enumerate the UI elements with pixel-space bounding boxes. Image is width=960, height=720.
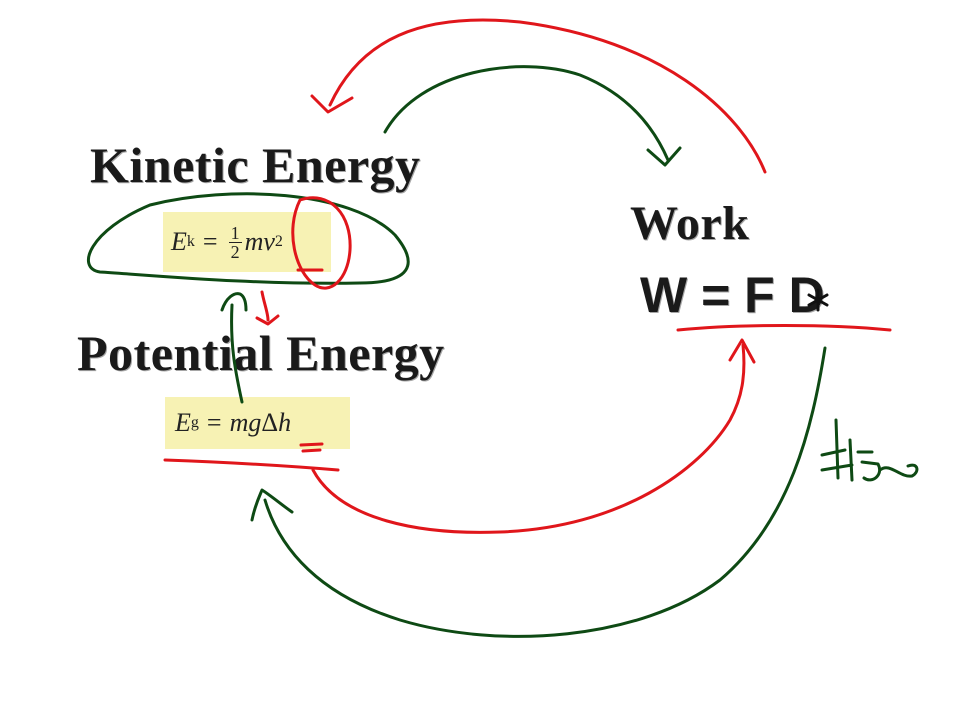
green-arrow-kinetic-to-work: [383, 65, 670, 162]
red-underline-work-formula: [676, 324, 892, 332]
ke-rhs-superscript: 2: [274, 233, 283, 250]
ke-rhs: mv: [244, 227, 275, 256]
work-formula: W = F D: [640, 267, 825, 323]
green-arrowhead-work: [646, 146, 682, 167]
red-arrowhead-work: [728, 338, 756, 364]
ke-fraction: 1 2: [228, 222, 242, 262]
work-title: Work: [630, 197, 750, 250]
ke-fraction-numerator: 1: [228, 222, 242, 243]
green-handwritten-scribble: [820, 418, 919, 482]
red-arrow-kinetic-to-potential: [255, 290, 280, 326]
ke-fraction-denominator: 2: [230, 241, 240, 262]
pe-rhs-h: h: [278, 408, 292, 437]
green-arrow-work-to-potential: [263, 346, 827, 638]
pe-equals: =: [206, 408, 222, 437]
potential-energy-title: Potential Energy: [77, 325, 445, 381]
pe-rhs-delta: Δ: [261, 408, 279, 437]
green-arrowhead-kinetic-up: [220, 292, 248, 312]
ke-lhs: E: [171, 227, 187, 256]
ke-equals: =: [202, 227, 218, 256]
ke-lhs-subscript: k: [186, 233, 195, 250]
pe-lhs-subscript: g: [190, 414, 199, 431]
pe-lhs: E: [175, 408, 191, 437]
red-arrowhead-kinetic: [310, 94, 354, 114]
pe-rhs-mg: mg: [229, 408, 262, 437]
green-arrowhead-potential: [250, 488, 294, 522]
kinetic-energy-title: Kinetic Energy: [90, 137, 421, 193]
red-underline-potential-formula: [163, 458, 340, 472]
